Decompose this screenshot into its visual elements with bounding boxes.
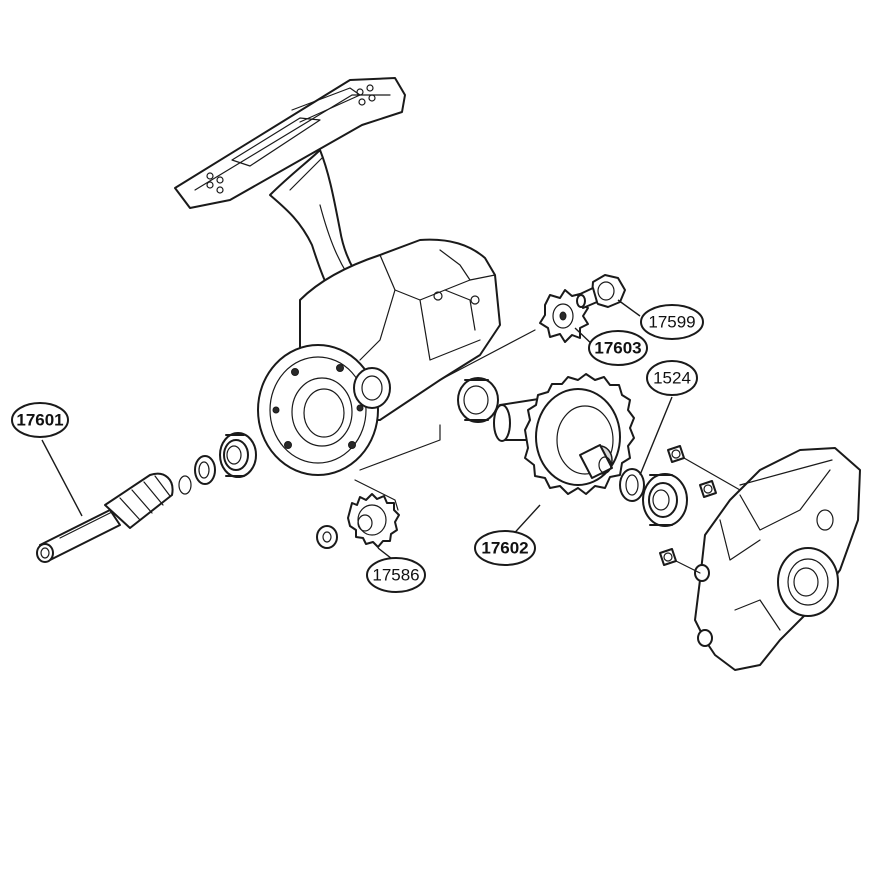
callout-17601: 17601: [11, 402, 69, 438]
main-drive-gear: [457, 373, 635, 495]
callout-label: 17601: [16, 411, 63, 430]
right-bearing: [642, 473, 688, 527]
washer-1524: [619, 468, 645, 502]
callout-17586: 17586: [366, 557, 426, 593]
callout-17603: 17603: [588, 330, 648, 366]
pinion-shaft-assembly: [36, 432, 257, 563]
side-cover: [694, 447, 861, 671]
reel-body: [174, 77, 536, 511]
callout-oval: [474, 530, 536, 566]
callout-label: 17599: [648, 313, 695, 332]
callout-label: 17603: [594, 339, 641, 358]
small-gear-assembly: [316, 493, 400, 549]
callout-17599: 17599: [640, 304, 704, 340]
cover-screws: [659, 445, 741, 574]
rotor-bolts: [272, 364, 364, 449]
foot-holes: [206, 84, 376, 194]
callout-1524: 1524: [646, 360, 698, 396]
callout-label: 1524: [653, 369, 691, 388]
callout-label: 17586: [372, 566, 419, 585]
pinion-17599: [576, 274, 626, 309]
callout-oval: [366, 557, 426, 593]
part-callouts: 17601 17586 17599 17603 1524 17602: [11, 304, 704, 593]
callout-17602: 17602: [474, 530, 536, 566]
callout-label: 17602: [481, 539, 528, 558]
callout-oval: [640, 304, 704, 340]
callout-oval: [588, 330, 648, 366]
callout-oval: [11, 402, 69, 438]
leader-lines: [41, 299, 673, 563]
callout-oval: [646, 360, 698, 396]
